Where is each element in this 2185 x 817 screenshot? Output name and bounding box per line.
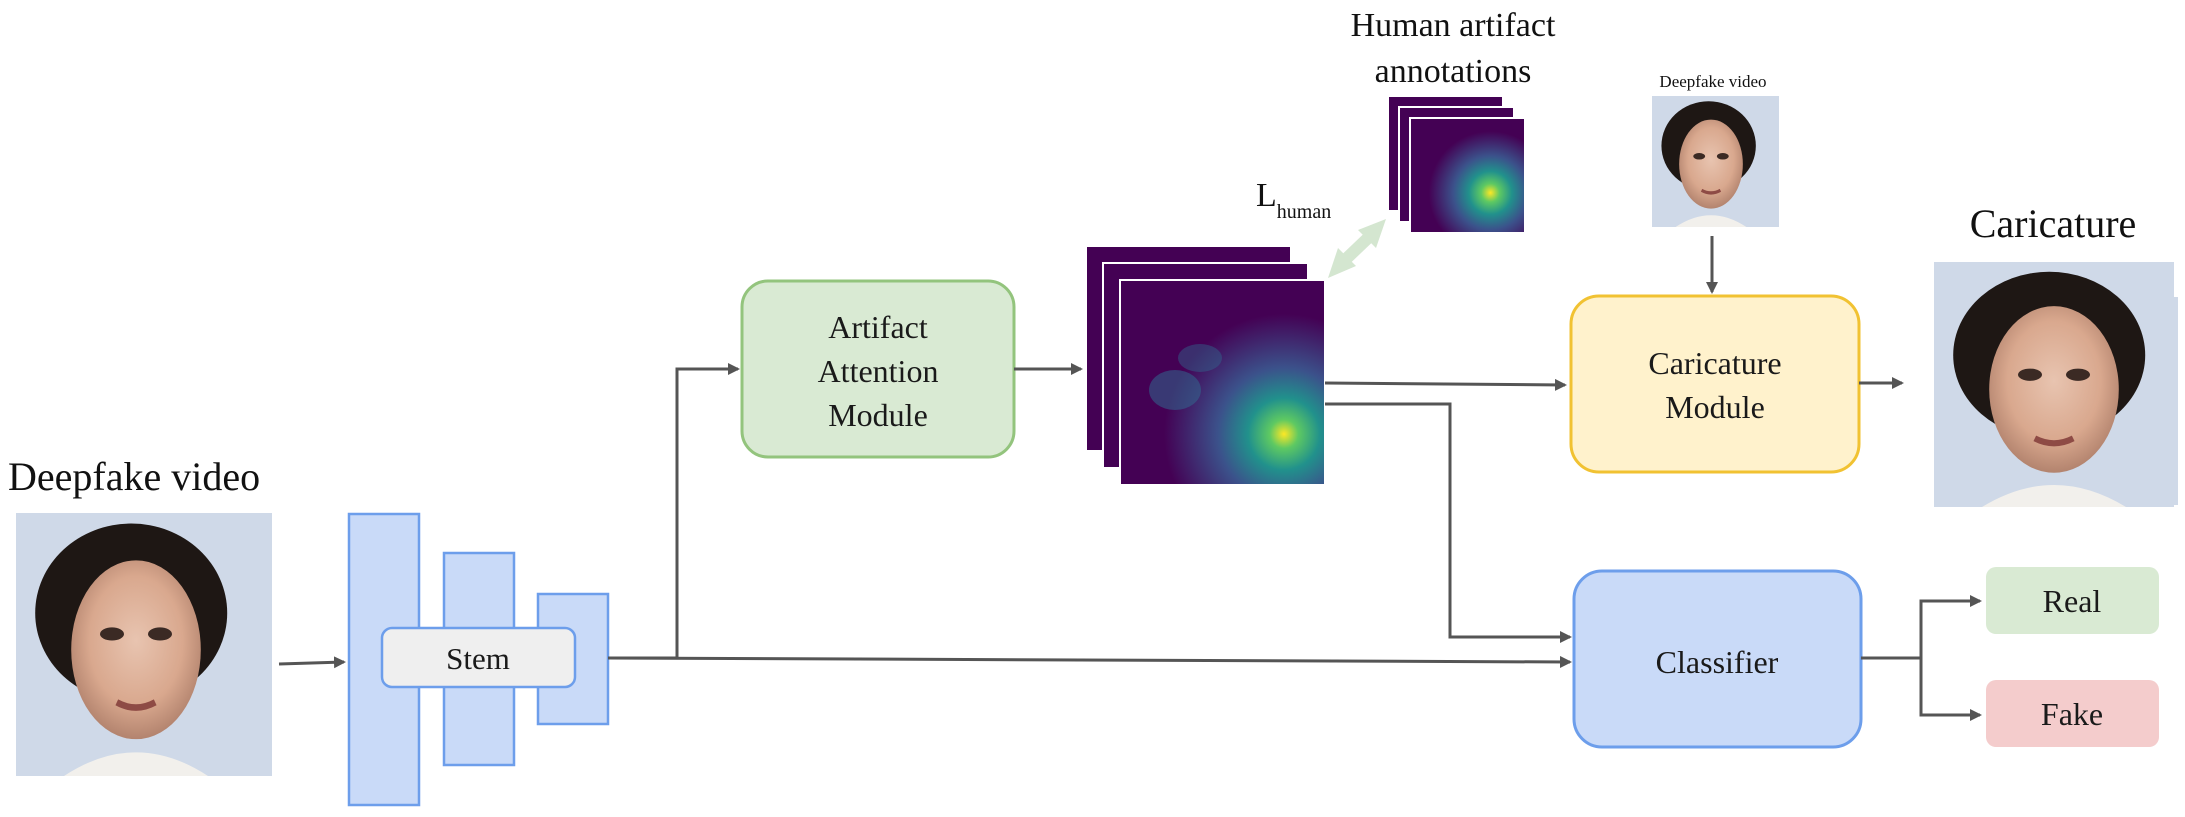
caricature-module-label-line2: Module [1665, 389, 1765, 425]
caricature-output-frames [1934, 262, 2178, 507]
arrow-heatmap-to-caricature [1324, 378, 1567, 391]
real-output-box [1986, 567, 2159, 634]
loss-double-arrow [1341, 233, 1373, 264]
arrow-backbone-to-attention [608, 363, 740, 660]
caricature-output-label: Caricature [1970, 201, 2137, 246]
stem-label: Stem [446, 641, 510, 676]
small-video-frames [1650, 94, 1781, 229]
loss-arrowhead-start [1328, 248, 1356, 278]
input-video-label: Deepfake video [8, 454, 260, 499]
arrow-classifier-to-fake [1919, 658, 1982, 721]
arrow-video-to-backbone [278, 656, 346, 669]
stem-box [380, 626, 577, 689]
loss-human-label: Lhuman [1256, 177, 1331, 223]
fake-output-box [1986, 680, 2159, 747]
attention-label-line2: Attention [818, 353, 939, 389]
input-video-frames [16, 513, 272, 776]
human-annotations-label-line2: annotations [1375, 53, 1532, 90]
loss-arrowhead-end [1358, 219, 1386, 248]
arrow-backbone-to-classifier [607, 655, 1572, 668]
human-annotations-label-line1: Human artifact [1351, 7, 1556, 44]
caricature-module [1569, 294, 1861, 474]
caricature-module-label-line1: Caricature [1648, 345, 1781, 381]
arrow-heatmap-to-classifier [1325, 402, 1572, 643]
predicted-attention-maps [1085, 245, 1326, 486]
fake-output-label: Fake [2041, 696, 2103, 732]
classifier-label: Classifier [1656, 644, 1779, 680]
real-output-label: Real [2043, 583, 2102, 619]
attention-label-line1: Artifact [828, 309, 928, 345]
human-annotation-maps [1387, 95, 1526, 234]
small-video-label: Deepfake video [1659, 72, 1766, 91]
attention-label-line3: Module [828, 397, 928, 433]
arrow-classifier-to-real [1861, 595, 1982, 660]
